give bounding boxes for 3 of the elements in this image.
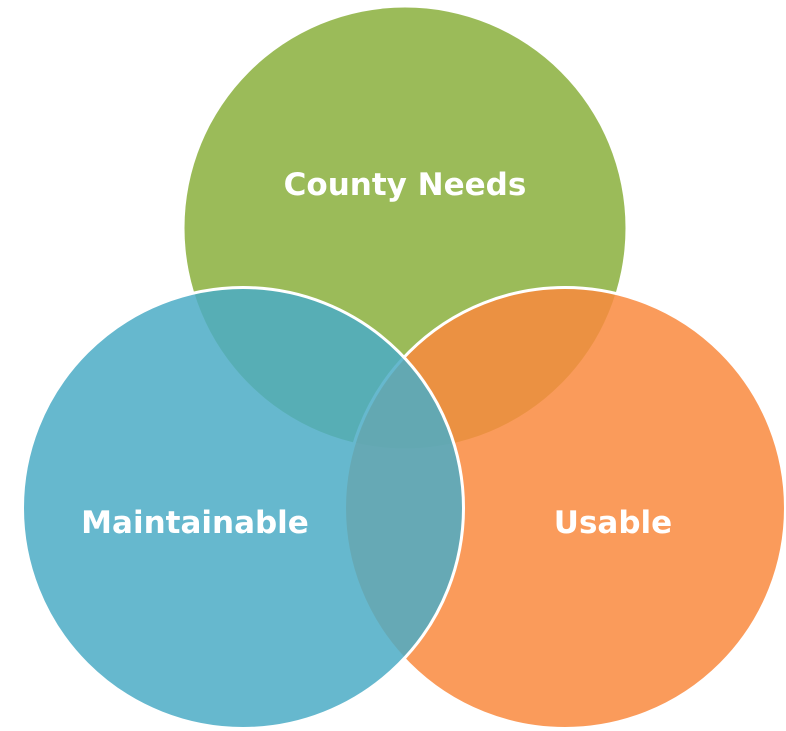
set-label: Maintainable [81, 505, 309, 541]
set-label: County Needs [284, 167, 526, 203]
set-label: Usable [554, 505, 672, 541]
